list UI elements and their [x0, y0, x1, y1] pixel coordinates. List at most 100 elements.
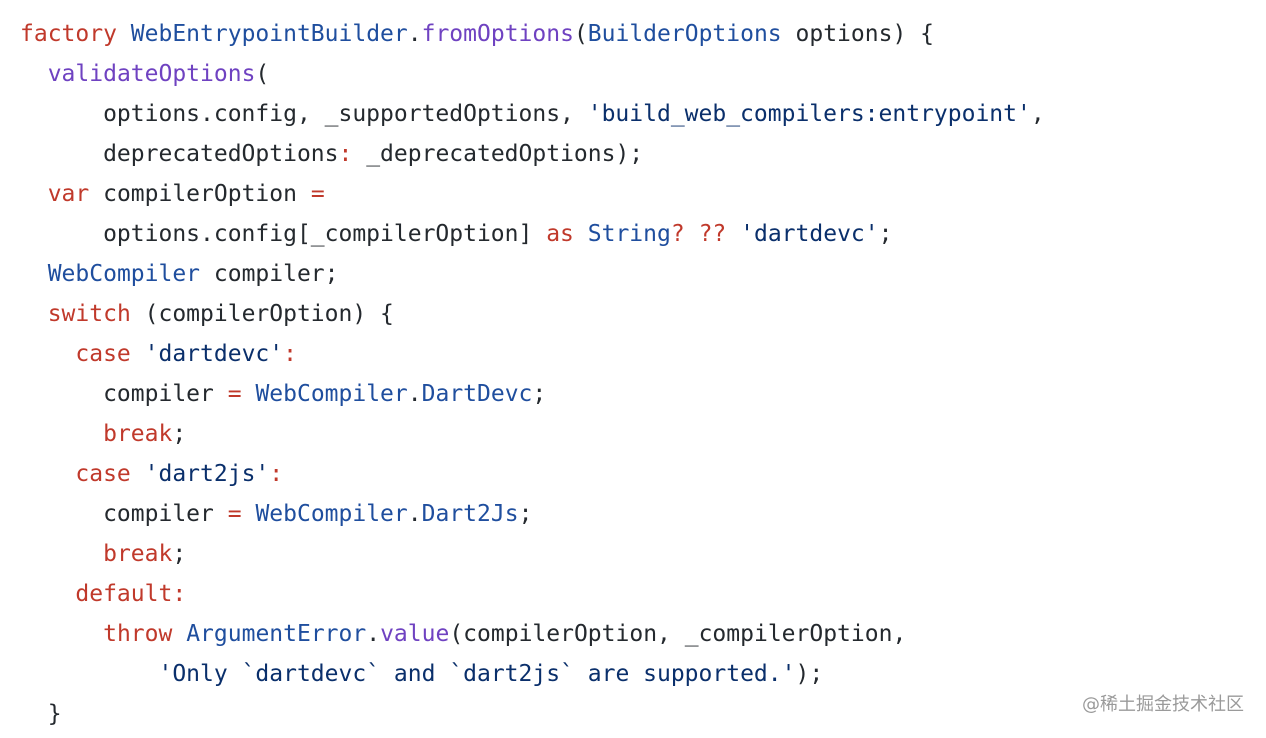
token-type-name: ArgumentError — [186, 621, 367, 647]
token-type-name: BuilderOptions — [587, 21, 782, 47]
token-code-text: } — [20, 701, 62, 727]
token-operator: : — [338, 141, 353, 167]
token-operator: = — [227, 381, 242, 407]
token-keyword: break — [103, 541, 173, 567]
token-keyword: var — [47, 181, 90, 207]
token-code-text: ; — [172, 421, 187, 447]
token-function-name: validateOptions — [47, 61, 256, 87]
token-code-text — [242, 381, 256, 407]
code-line: options.config[_compilerOption] as Strin… — [20, 214, 1045, 254]
token-code-text — [20, 581, 75, 607]
token-code-text — [20, 301, 48, 327]
code-line: compiler = WebCompiler.DartDevc; — [20, 374, 1045, 414]
token-code-text — [117, 21, 131, 47]
token-code-text: , — [1030, 101, 1045, 127]
token-code-text: ( — [573, 21, 588, 47]
token-type-name: WebCompiler — [255, 501, 408, 527]
code-line: compiler = WebCompiler.Dart2Js; — [20, 494, 1045, 534]
code-line: validateOptions( — [20, 54, 1045, 94]
code-line: factory WebEntrypointBuilder.fromOptions… — [20, 14, 1045, 54]
token-operator: : — [172, 581, 187, 607]
token-string-literal: 'dartdevc' — [144, 341, 284, 367]
token-function-name: fromOptions — [421, 21, 574, 47]
token-code-text: . — [366, 621, 381, 647]
token-code-text: compiler — [20, 501, 228, 527]
token-operator: : — [283, 341, 297, 367]
token-code-text — [20, 461, 75, 487]
token-code-text — [20, 261, 48, 287]
token-code-text: ; — [172, 541, 187, 567]
token-keyword: case — [75, 341, 131, 367]
code-line: case 'dart2js': — [20, 454, 1045, 494]
token-code-text — [131, 461, 145, 487]
token-keyword: break — [103, 421, 173, 447]
token-code-text — [20, 61, 48, 87]
token-operator: : — [269, 461, 284, 487]
token-code-text: options.config[_compilerOption] — [20, 221, 547, 247]
token-keyword: case — [75, 461, 131, 487]
code-line: default: — [20, 574, 1045, 614]
code-line: 'Only `dartdevc` and `dart2js` are suppo… — [20, 654, 1045, 694]
token-code-text: (compilerOption, _compilerOption, — [449, 621, 907, 647]
token-code-text: _deprecatedOptions); — [352, 141, 644, 167]
token-string-literal: 'Only `dartdevc` and `dart2js` are suppo… — [158, 661, 796, 687]
token-code-text: deprecatedOptions — [20, 141, 339, 167]
token-code-text: (compilerOption) { — [130, 301, 394, 327]
token-code-text — [20, 341, 75, 367]
token-code-text: . — [407, 501, 422, 527]
token-code-text — [20, 421, 103, 447]
token-string-literal: 'dart2js' — [144, 461, 270, 487]
token-string-literal: 'build_web_compilers:entrypoint' — [587, 101, 1031, 127]
token-code-text — [20, 181, 48, 207]
token-code-text: ; — [518, 501, 533, 527]
token-code-text: ; — [878, 221, 893, 247]
token-type-name: WebCompiler — [255, 381, 408, 407]
token-code-text — [685, 221, 699, 247]
token-code-text: . — [407, 381, 422, 407]
token-type-name: String — [587, 221, 671, 247]
token-type-name: Dart2Js — [421, 501, 519, 527]
token-function-name: value — [380, 621, 450, 647]
token-keyword: switch — [47, 301, 131, 327]
token-code-text: . — [407, 21, 422, 47]
token-operator: = — [310, 181, 325, 207]
code-line: options.config, _supportedOptions, 'buil… — [20, 94, 1045, 134]
token-keyword: default — [75, 581, 173, 607]
token-keyword: throw — [103, 621, 173, 647]
token-operator: = — [227, 501, 242, 527]
token-operator: ? — [670, 221, 685, 247]
code-line: switch (compilerOption) { — [20, 294, 1045, 334]
token-code-text — [172, 621, 186, 647]
token-keyword: factory — [20, 21, 117, 47]
token-code-text — [20, 621, 103, 647]
token-type-name: WebCompiler — [47, 261, 201, 287]
token-code-text: ); — [795, 661, 824, 687]
code-line: break; — [20, 414, 1045, 454]
code-line: throw ArgumentError.value(compilerOption… — [20, 614, 1045, 654]
code-line: var compilerOption = — [20, 174, 1045, 214]
token-string-literal: 'dartdevc' — [740, 221, 879, 247]
token-code-text: options.config, _supportedOptions, — [20, 101, 588, 127]
code-line: break; — [20, 534, 1045, 574]
token-code-text: compilerOption — [89, 181, 311, 207]
token-code-text: compiler — [20, 381, 228, 407]
token-code-text — [242, 501, 256, 527]
code-block: factory WebEntrypointBuilder.fromOptions… — [20, 14, 1045, 734]
token-code-text — [20, 541, 103, 567]
token-type-name: DartDevc — [421, 381, 533, 407]
token-code-text — [131, 341, 145, 367]
watermark: @稀土掘金技术社区 — [1082, 694, 1244, 715]
token-code-text: ; — [532, 381, 547, 407]
code-line: deprecatedOptions: _deprecatedOptions); — [20, 134, 1045, 174]
token-operator: ?? — [698, 221, 727, 247]
code-line: WebCompiler compiler; — [20, 254, 1045, 294]
token-code-text — [20, 661, 158, 687]
code-line: } — [20, 694, 1045, 734]
token-code-text: options) { — [781, 21, 934, 47]
token-type-name: WebEntrypointBuilder — [130, 21, 408, 47]
token-code-text: ( — [255, 61, 270, 87]
code-line: case 'dartdevc': — [20, 334, 1045, 374]
token-code-text — [574, 221, 588, 247]
token-code-text — [726, 221, 740, 247]
